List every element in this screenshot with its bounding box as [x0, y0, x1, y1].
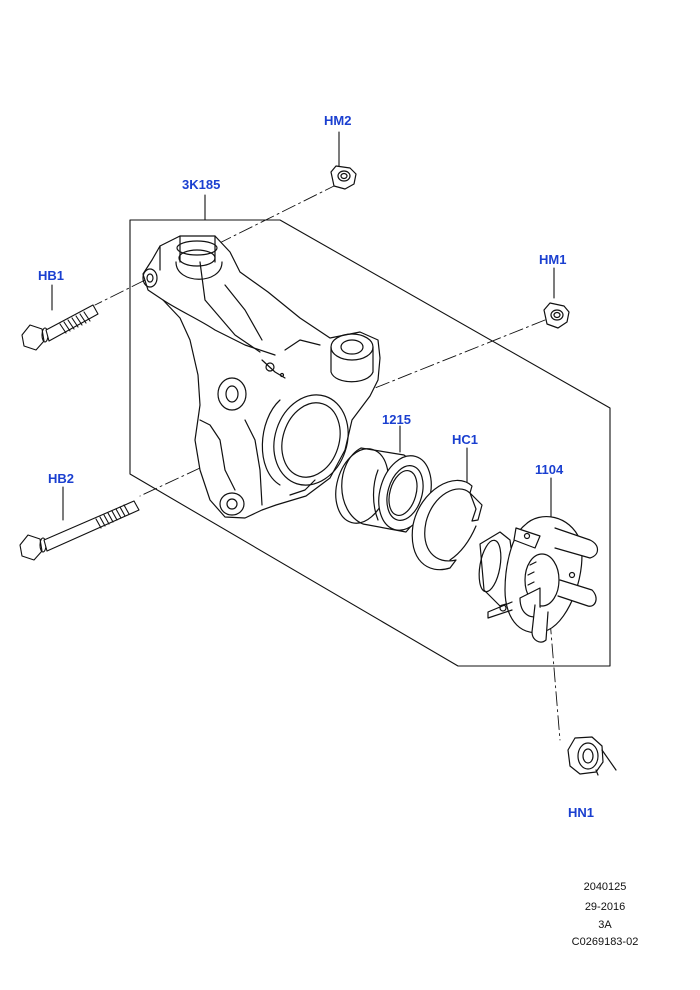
wheel-hub-1104 — [478, 516, 599, 643]
callout-hm2[interactable]: HM2 — [324, 113, 352, 128]
assembly-bracket-frame — [129, 219, 611, 667]
callout-hc1[interactable]: HC1 — [452, 432, 479, 447]
footer-ref-line-1: 2040125 — [583, 881, 627, 893]
nut-hm2 — [330, 165, 357, 190]
bolt-hb2 — [19, 500, 140, 561]
footer-ref-line-3: 3A — [598, 919, 612, 931]
circlip-hc1 — [411, 479, 483, 571]
nut-hm1 — [543, 302, 570, 329]
callout-hm1[interactable]: HM1 — [539, 252, 567, 267]
callout-hn1[interactable]: HN1 — [568, 805, 595, 820]
callout-hb2[interactable]: HB2 — [48, 471, 75, 486]
callout-leader-lines — [51, 131, 555, 521]
assembly-axis-lines — [94, 183, 561, 741]
bolt-hb1 — [21, 304, 99, 351]
steering-knuckle-3k185 — [142, 235, 381, 519]
footer-ref-line-2: 29-2016 — [584, 901, 626, 913]
callout-hb1[interactable]: HB1 — [38, 268, 65, 283]
footer-ref-line-4: C0269183-02 — [571, 936, 639, 948]
callout-1215[interactable]: 1215 — [382, 412, 411, 427]
callout-3k185[interactable]: 3K185 — [182, 177, 221, 192]
callout-1104[interactable]: 1104 — [535, 462, 564, 477]
hub-nut-hn1 — [567, 736, 617, 776]
